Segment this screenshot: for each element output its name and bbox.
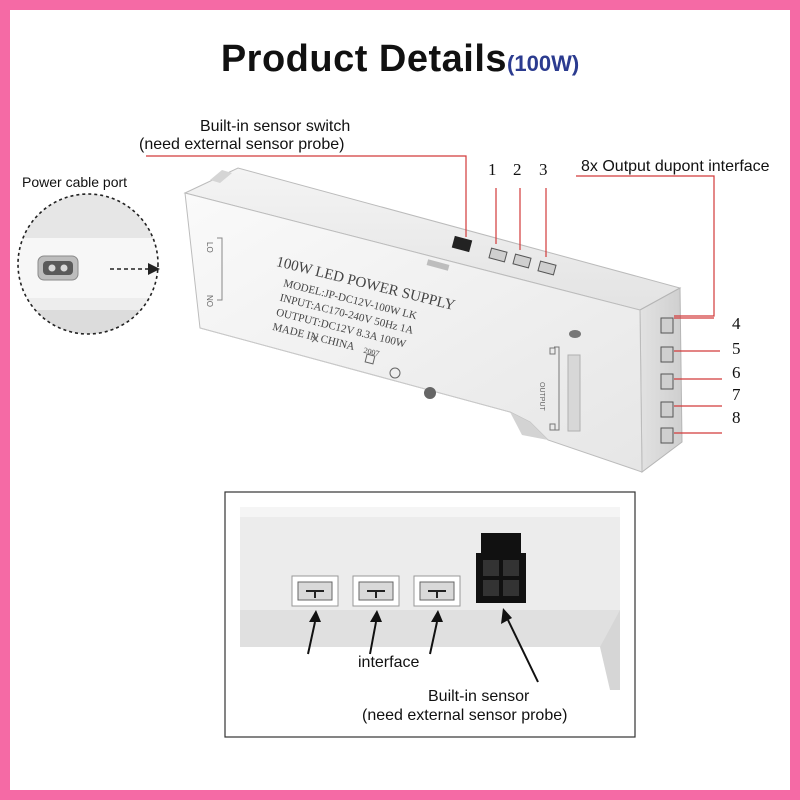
sensor-switch-label-line2: (need external sensor probe) <box>139 136 345 153</box>
page-title: Product Details(100W) <box>10 38 790 81</box>
power-port-label: Power cable port <box>22 174 128 190</box>
output-number-2: 2 <box>513 160 522 179</box>
title-main: Product Details <box>220 38 508 80</box>
detail-arrows <box>307 608 539 683</box>
detail-interface-label: interface <box>358 654 420 671</box>
detail-sensor-label-line1: Built-in sensor <box>428 688 530 705</box>
product-illustration: 100W LED POWER SUPPLY MODEL:JP-DC12V-100… <box>17 155 722 738</box>
output-interface-label: 8x Output dupont interface <box>581 158 770 175</box>
side-no: NO <box>205 295 214 307</box>
power-port-arrow <box>110 263 160 275</box>
output-number-7: 7 <box>732 385 741 404</box>
output-number-3: 3 <box>539 160 548 179</box>
certification-marks <box>311 335 436 399</box>
output-tag: OUTPUT <box>538 382 545 412</box>
detail-view <box>224 491 636 738</box>
output-number-1: 1 <box>488 160 497 179</box>
output-number-6: 6 <box>732 363 741 382</box>
callout-lines <box>146 155 722 434</box>
sensor-switch-label-line1: Built-in sensor switch <box>200 118 351 135</box>
detail-sensor-label-line2: (need external sensor probe) <box>362 707 568 724</box>
output-number-8: 8 <box>732 408 741 427</box>
side-lo: LO <box>205 242 214 253</box>
power-port-zoom <box>17 193 159 335</box>
output-number-4: 4 <box>732 314 741 333</box>
title-wattage: (100W) <box>507 51 580 76</box>
output-number-5: 5 <box>732 339 741 358</box>
product-canvas: Product Details(100W) <box>10 10 790 790</box>
power-socket-icon <box>37 255 79 281</box>
detail-interface-sockets <box>291 575 461 607</box>
power-supply-device: 100W LED POWER SUPPLY MODEL:JP-DC12V-100… <box>183 167 683 473</box>
detail-sensor-socket-icon <box>476 533 526 603</box>
